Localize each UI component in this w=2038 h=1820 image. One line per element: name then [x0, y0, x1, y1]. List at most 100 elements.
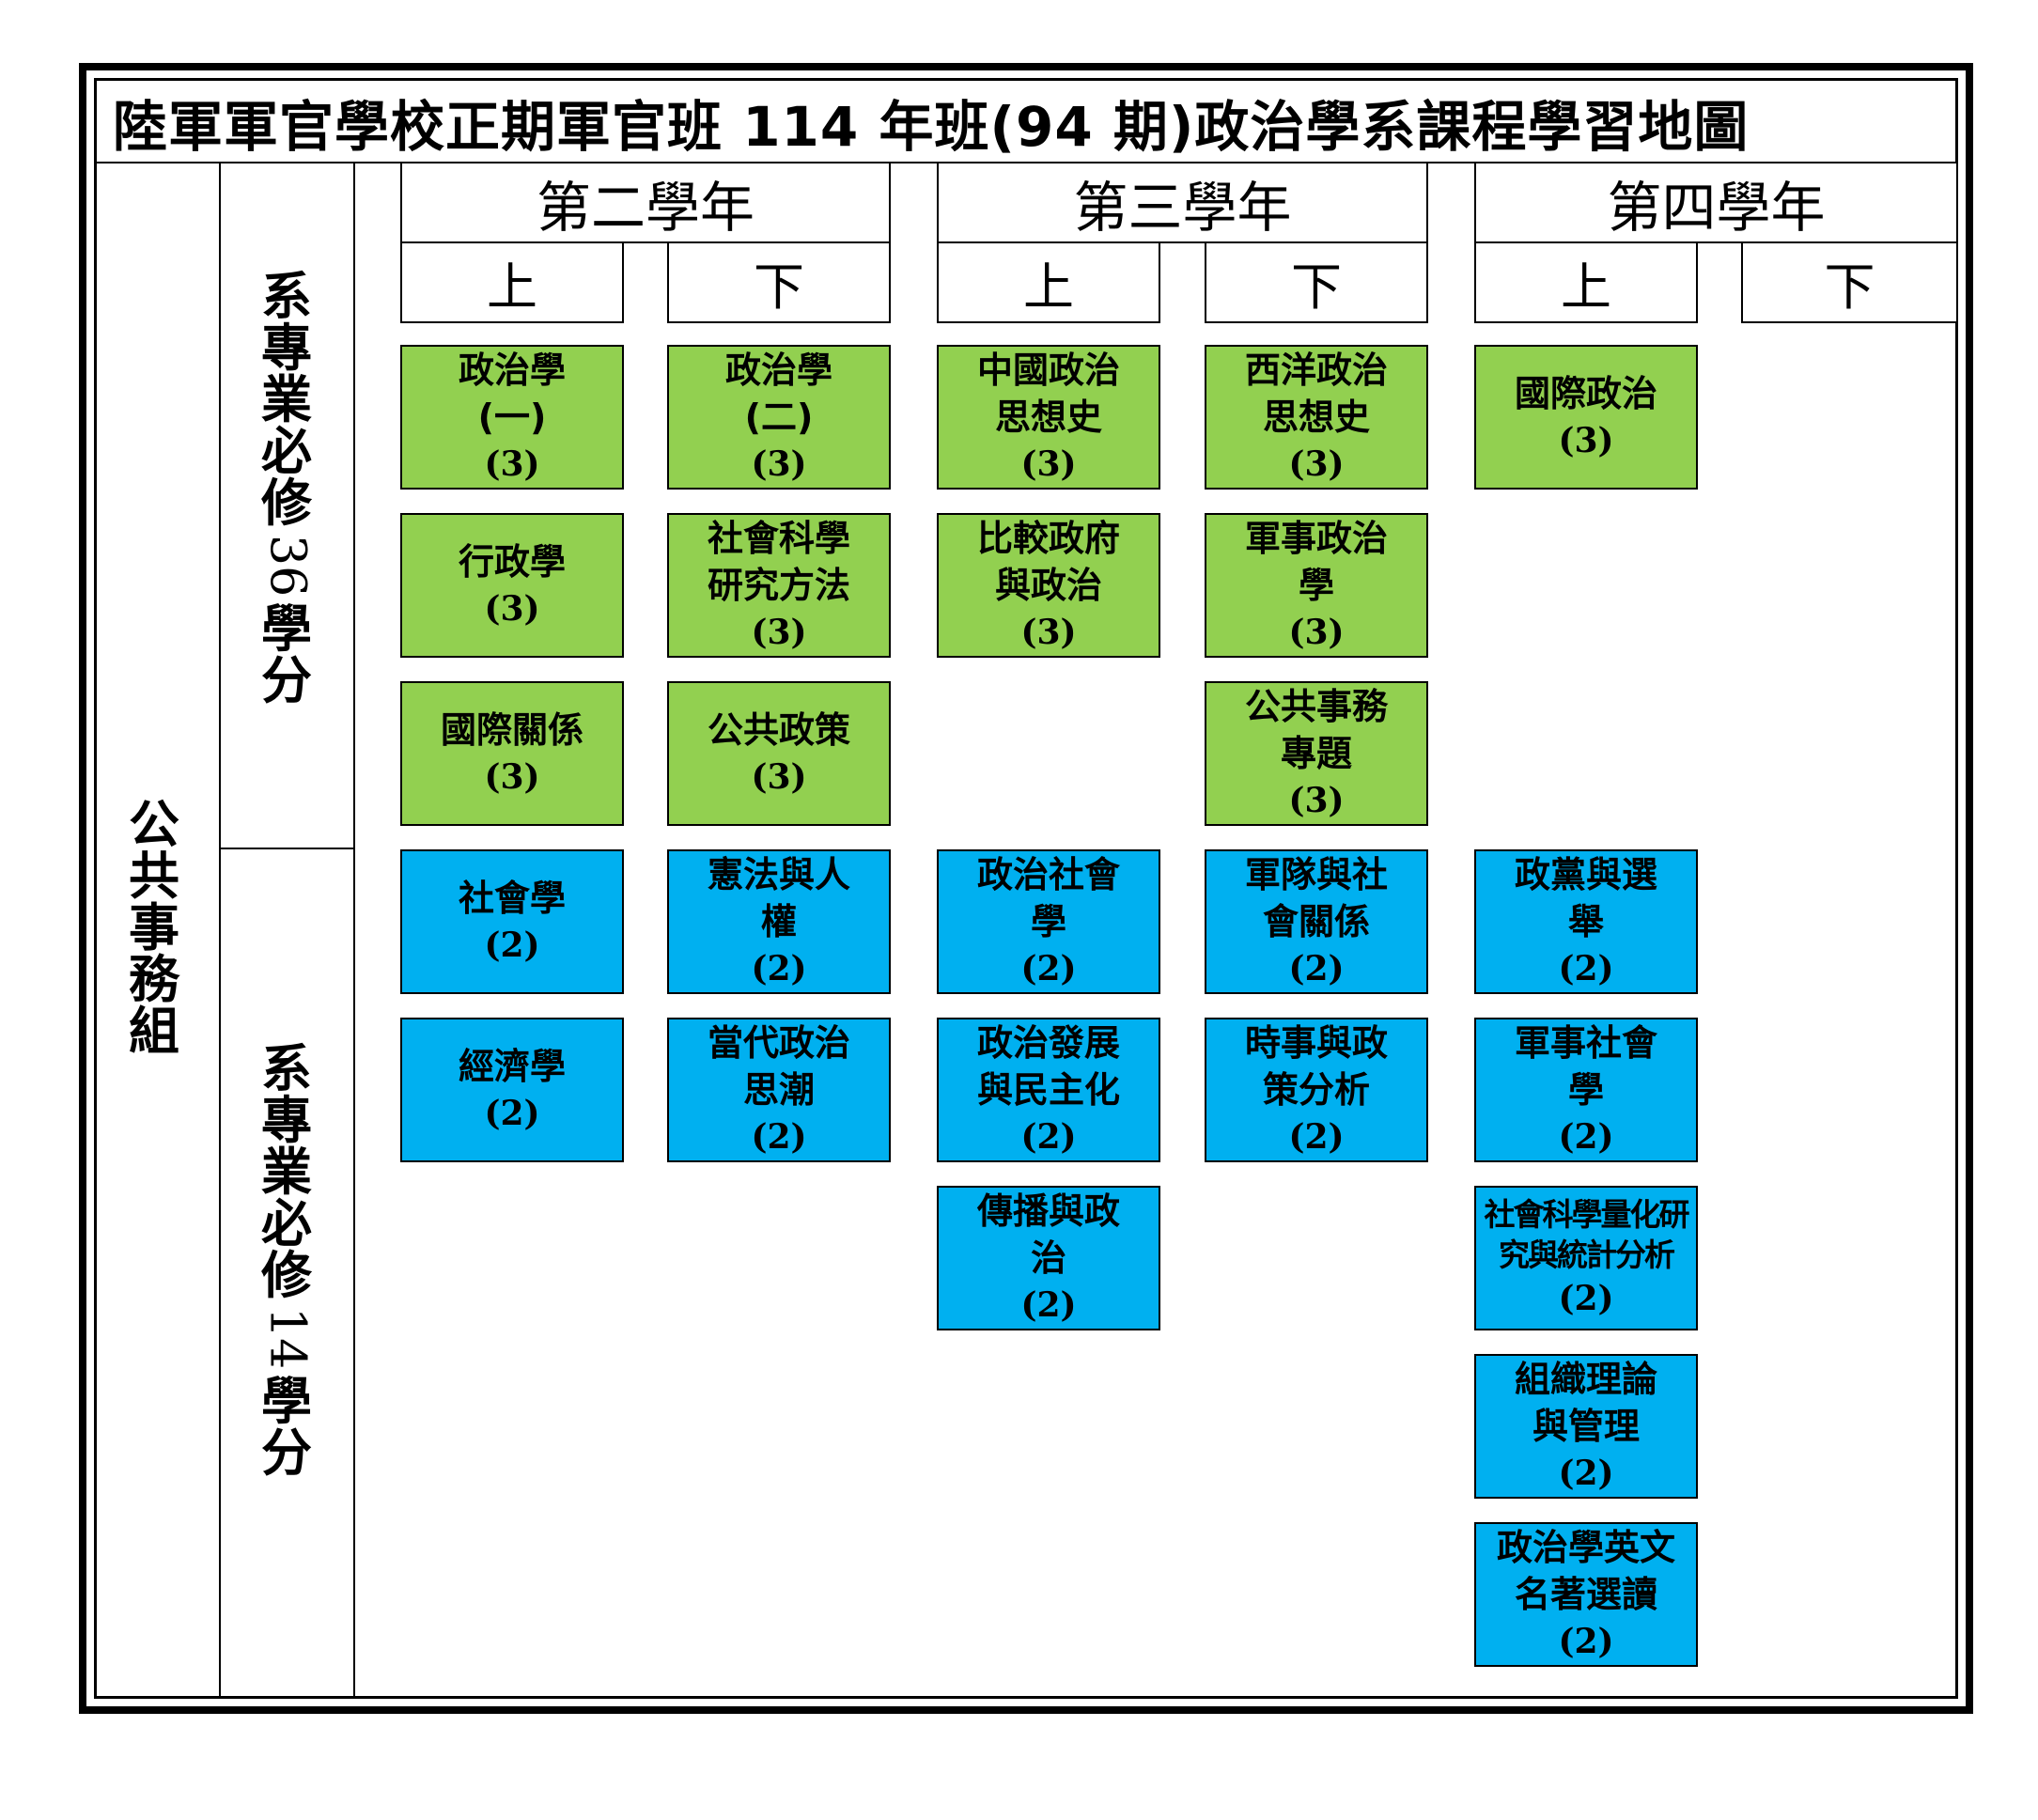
semester-header-y4-first: 上	[1474, 241, 1698, 323]
course-credit: (2)	[1558, 1453, 1614, 1493]
course-credit: (2)	[484, 926, 540, 966]
course-box: 傳播與政治 (2)	[937, 1186, 1160, 1330]
course-box: 國際政治 (3)	[1474, 345, 1698, 490]
year-header-4: 第四學年	[1474, 162, 1958, 243]
category-label-char: 修	[261, 474, 312, 534]
course-name-line: 研究方法	[707, 564, 850, 606]
course-box: 憲法與人權(2)	[667, 849, 891, 994]
course-name-line: 與政治	[994, 564, 1102, 606]
group-label-char: 事	[129, 898, 179, 958]
course-box: 軍事政治學(3)	[1205, 513, 1428, 658]
course-name-line: 傳播與政	[976, 1190, 1120, 1233]
group-label-char: 組	[129, 1002, 179, 1062]
course-name-line: 公共事務	[1244, 686, 1388, 728]
course-name-line: 學	[1567, 1068, 1604, 1111]
category-label-char: 必	[261, 422, 312, 482]
course-box: 組織理論與管理(2)	[1474, 1354, 1698, 1499]
category-split	[219, 848, 355, 849]
course-credit: (2)	[1558, 1116, 1614, 1157]
course-box: 政治學英文名著選讀 (2)	[1474, 1522, 1698, 1667]
course-credit: (2)	[1020, 948, 1077, 988]
course-credit: (3)	[1020, 612, 1077, 652]
course-credit: (2)	[1288, 1116, 1345, 1157]
semester-header-y3-second: 下	[1205, 241, 1428, 323]
group-divider	[219, 162, 221, 1699]
semester-header-y3-first: 上	[937, 241, 1160, 323]
course-name-line: 國際政治	[1514, 372, 1657, 414]
course-box: 社會學 (2)	[400, 849, 624, 994]
category-label-char: 分	[261, 1423, 312, 1483]
course-credit: (2)	[751, 948, 807, 988]
course-name-line: 名著選讀	[1514, 1573, 1657, 1615]
category-label-char: 學	[261, 1371, 312, 1431]
course-name-line: 舉	[1567, 900, 1604, 942]
group-label-char: 共	[129, 847, 179, 907]
course-credit: (3)	[484, 757, 540, 798]
semester-header-y2-second: 下	[667, 241, 891, 323]
course-box: 公共事務專題 (3)	[1205, 681, 1428, 826]
course-name-line: 學	[1030, 900, 1066, 942]
course-name-line: 行政學	[458, 540, 566, 583]
course-box: 國際關係 (3)	[400, 681, 624, 826]
course-box: 社會科學研究方法(3)	[667, 513, 891, 658]
course-credit: (2)	[1288, 948, 1345, 988]
course-name-line: 時事與政	[1244, 1022, 1388, 1065]
course-name-line: 政治學英文	[1496, 1527, 1675, 1569]
course-box: 公共政策(3)	[667, 681, 891, 826]
category-label-char: 專	[261, 1091, 312, 1151]
year-header-2: 第二學年	[400, 162, 891, 243]
page-title: 陸軍軍官學校正期軍官班 114 年班(94 期)政治學系課程學習地圖	[113, 95, 1750, 159]
course-name-line: 憲法與人	[707, 854, 850, 896]
course-name-line: 組織理論	[1514, 1359, 1657, 1401]
course-name-line: 社會學	[458, 877, 566, 919]
category-credit-number: 14	[258, 1307, 316, 1370]
course-name-line: 策分析	[1262, 1068, 1370, 1111]
course-credit: (3)	[1020, 443, 1077, 484]
category-label-char: 分	[261, 650, 312, 710]
course-box: 經濟學 (2)	[400, 1018, 624, 1162]
course-name-line: 思想史	[1262, 396, 1370, 438]
category-label-char: 系	[261, 1039, 312, 1098]
course-name-line: 究與統計分析	[1499, 1236, 1675, 1273]
course-name-line: 治	[1030, 1237, 1066, 1279]
course-credit: (2)	[1020, 1116, 1077, 1157]
course-box: 西洋政治思想史(3)	[1205, 345, 1428, 490]
course-name-line: 思潮	[742, 1068, 815, 1111]
course-box: 中國政治思想史 (3)	[937, 345, 1160, 490]
course-credit: (3)	[1288, 780, 1345, 820]
category-credit-number: 36	[258, 535, 316, 598]
course-box: 比較政府與政治(3)	[937, 513, 1160, 658]
course-credit: (3)	[484, 589, 540, 630]
course-name-line: 思想史	[994, 396, 1102, 438]
semester-header-y2-first: 上	[400, 241, 624, 323]
course-name-line: 政治發展	[976, 1022, 1120, 1065]
category-label-char: 修	[261, 1246, 312, 1306]
outer-frame	[79, 63, 1973, 1714]
course-credit: (2)	[1558, 1621, 1614, 1661]
category-label-char: 系	[261, 267, 312, 326]
course-box: 行政學 (3)	[400, 513, 624, 658]
course-credit: (3)	[1558, 421, 1614, 461]
course-name-line: 經濟學	[458, 1045, 566, 1087]
course-name-line: 軍事政治	[1244, 518, 1388, 560]
category-label-char: 業	[261, 370, 312, 430]
course-credit: (2)	[751, 1116, 807, 1157]
course-credit: (2)	[1558, 948, 1614, 988]
course-box: 當代政治思潮(2)	[667, 1018, 891, 1162]
course-name-line: 國際關係	[440, 708, 583, 751]
course-credit: (3)	[484, 443, 540, 484]
course-name-line: 軍事社會	[1514, 1022, 1657, 1065]
course-credit: (2)	[484, 1094, 540, 1134]
course-name-line: 專題	[1280, 732, 1352, 774]
inner-frame	[94, 78, 1958, 1699]
course-name-line: 政治社會	[976, 854, 1120, 896]
course-credit: (2)	[1020, 1284, 1077, 1325]
course-name-line: 政治學	[724, 350, 832, 392]
semester-header-y4-second: 下	[1741, 241, 1958, 323]
course-name-line: (二)	[744, 396, 814, 438]
course-credit: (3)	[751, 443, 807, 484]
course-box: 時事與政策分析 (2)	[1205, 1018, 1428, 1162]
course-name-line: 中國政治	[976, 350, 1120, 392]
course-name-line: 社會科學量化研	[1484, 1195, 1690, 1233]
